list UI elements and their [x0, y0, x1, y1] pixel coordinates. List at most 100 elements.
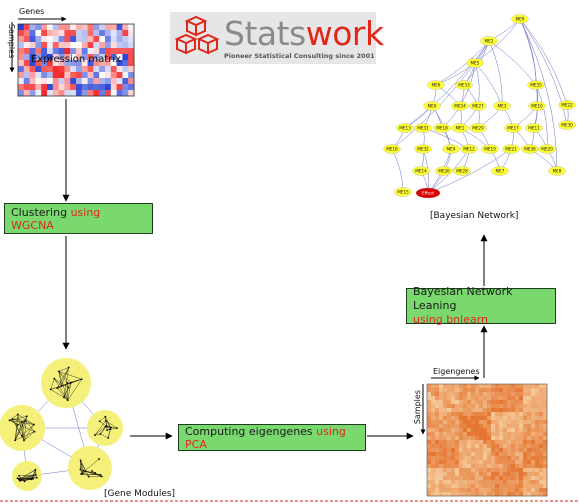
expression-cell	[87, 54, 94, 61]
module-node	[80, 378, 83, 381]
eigengene-cell	[495, 424, 500, 429]
module-edge	[17, 414, 25, 441]
eigengene-cell	[527, 388, 532, 393]
bn-node-shape	[558, 120, 576, 130]
eigengene-cell	[539, 424, 544, 429]
expression-cell	[35, 36, 42, 43]
expression-cell	[128, 60, 135, 67]
eigengene-cell	[531, 416, 536, 421]
eigengene-cell	[467, 392, 472, 397]
cubes-logo-icon	[174, 15, 220, 55]
expression-cell	[122, 42, 129, 49]
expression-cell	[105, 48, 112, 55]
eigengene-cell	[511, 452, 516, 457]
bn-node-label: ME18	[436, 126, 448, 131]
bn-node: ME28	[453, 166, 471, 176]
expression-cell	[52, 84, 59, 91]
bn-node-shape	[528, 101, 546, 111]
eigengene-cell	[507, 480, 512, 485]
expression-cell	[18, 42, 25, 49]
module-edge	[14, 420, 26, 441]
eigengene-cell	[467, 384, 472, 389]
eigengene-cell	[503, 468, 508, 473]
logo-tagline: Pioneer Statistical Consulting since 200…	[224, 52, 375, 60]
module-edge	[54, 378, 68, 401]
expression-cell	[41, 48, 48, 55]
eigengene-cell	[511, 432, 516, 437]
module-node	[14, 439, 17, 442]
genes-label: Genes	[19, 7, 44, 16]
eigengene-cell	[543, 440, 548, 445]
eigengene-cell	[463, 440, 468, 445]
eigengene-cell	[459, 392, 464, 397]
eigengene-cell	[511, 480, 516, 485]
eigengene-cell	[483, 492, 488, 497]
expression-cell	[105, 90, 112, 97]
bn-node-label: ME1	[456, 126, 465, 131]
eigengene-cell	[467, 476, 472, 481]
bn-node-label: ME7	[496, 169, 505, 174]
eigengene-cell	[435, 472, 440, 477]
eigengene-cell	[491, 432, 496, 437]
expression-cell	[29, 72, 36, 79]
eigengene-cell	[523, 492, 528, 497]
expression-cell	[23, 72, 30, 79]
eigengene-cell	[511, 440, 516, 445]
bn-node: ME6	[427, 80, 445, 90]
eigengene-cell	[491, 436, 496, 441]
eigengene-cell	[483, 408, 488, 413]
eigengene-cell	[515, 404, 520, 409]
eigengene-cell	[443, 436, 448, 441]
eigengene-cell	[539, 476, 544, 481]
eigengene-cell	[523, 388, 528, 393]
expression-cell	[47, 78, 54, 85]
eigengene-cell	[475, 476, 480, 481]
bn-node-shape	[548, 166, 566, 176]
eigengene-cell	[543, 420, 548, 425]
eigengene-cell	[511, 436, 516, 441]
eigengene-cell	[499, 480, 504, 485]
eigengene-cell	[455, 448, 460, 453]
expression-cell	[128, 42, 135, 49]
bn-edge	[435, 40, 490, 86]
module-edge	[94, 433, 101, 436]
bn-edge	[391, 40, 490, 150]
expression-cell	[110, 84, 117, 91]
module-edge	[67, 379, 82, 401]
expression-cell	[116, 66, 123, 73]
eigengene-cell	[507, 456, 512, 461]
eigengene-cell	[431, 464, 436, 469]
expression-cell	[93, 90, 100, 97]
eigengene-cell	[463, 412, 468, 417]
expression-cell	[105, 72, 112, 79]
expression-cell	[105, 36, 112, 43]
bn-node-label: ME2	[485, 39, 494, 44]
expression-cell	[99, 66, 106, 73]
expression-cell	[93, 72, 100, 79]
eigengene-cell	[487, 400, 492, 405]
expression-cell	[52, 24, 59, 31]
eigengene-cell	[531, 404, 536, 409]
eigengene-cell	[467, 452, 472, 457]
expression-cell	[35, 30, 42, 37]
expression-cell	[93, 36, 100, 43]
eigengene-cell	[475, 488, 480, 493]
eigengene-cell	[515, 464, 520, 469]
eigengene-cell	[507, 492, 512, 497]
eigengene-cell	[491, 440, 496, 445]
module-edge	[67, 382, 72, 401]
module-edge	[19, 479, 32, 482]
eigengene-cell	[535, 400, 540, 405]
eigengene-cell	[487, 420, 492, 425]
eigengene-cell	[531, 388, 536, 393]
eigengene-cell	[443, 460, 448, 465]
eigengene-cell	[455, 408, 460, 413]
eigengene-cell	[471, 388, 476, 393]
expression-cell	[81, 54, 88, 61]
eigengene-cell	[467, 428, 472, 433]
eigengene-cell	[459, 488, 464, 493]
expression-cell	[93, 42, 100, 49]
eigengene-cell	[487, 424, 492, 429]
eigengene-cell	[431, 436, 436, 441]
eigengene-cell	[507, 452, 512, 457]
